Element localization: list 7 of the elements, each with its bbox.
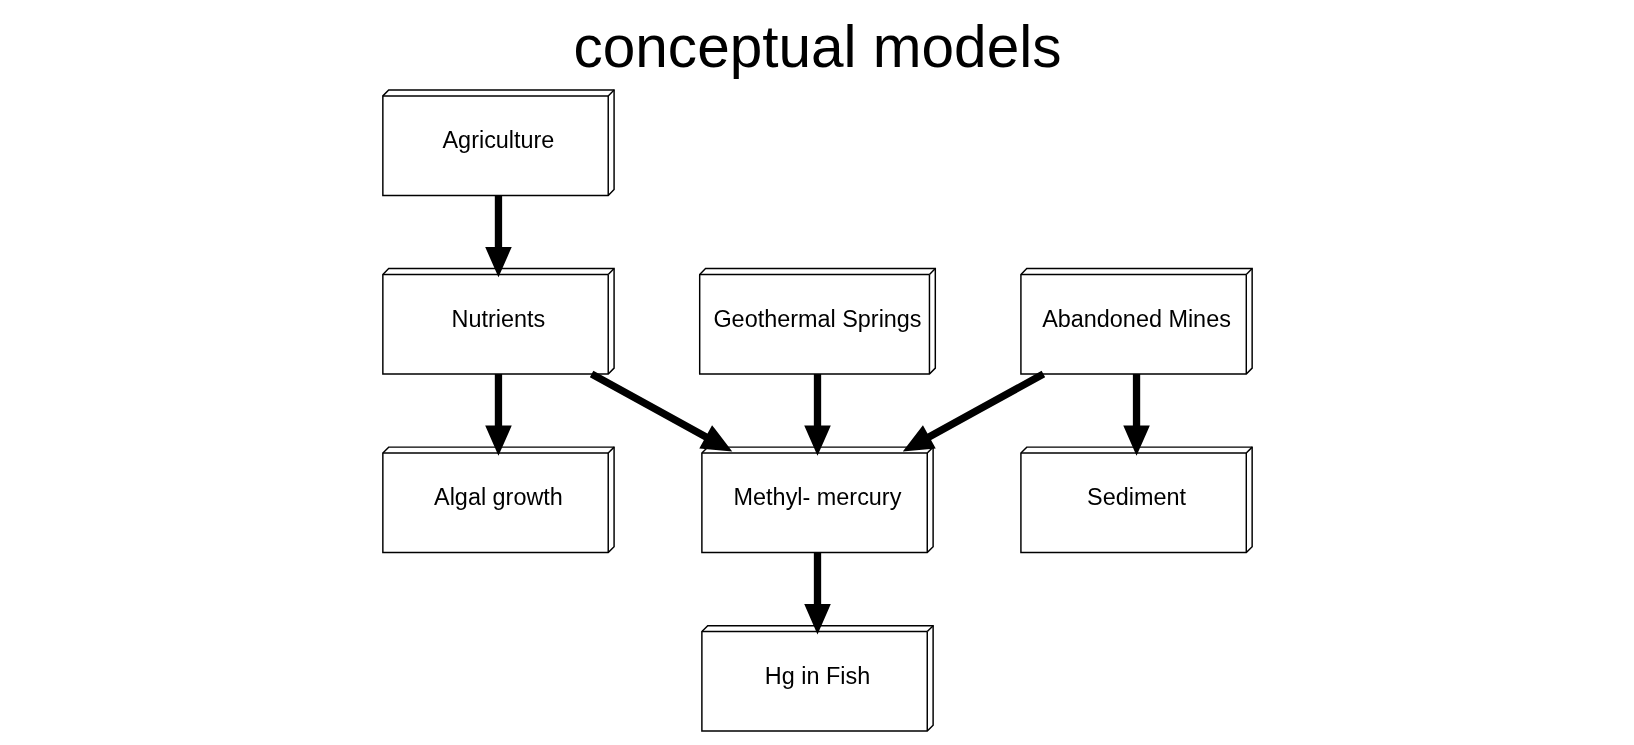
arrow	[589, 370, 732, 452]
arrow	[484, 374, 512, 456]
arrow	[803, 552, 831, 635]
arrow	[803, 374, 831, 456]
arrow	[484, 195, 512, 278]
arrow	[1122, 374, 1150, 456]
diagram-title: conceptual models	[573, 13, 1061, 79]
